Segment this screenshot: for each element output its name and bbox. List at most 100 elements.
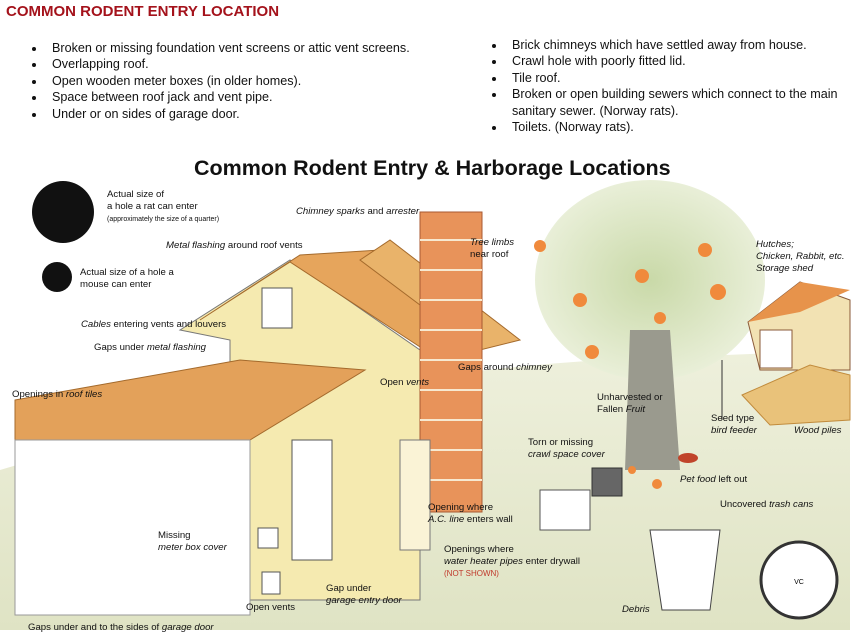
house-illustration: VC <box>0 180 851 630</box>
water-heater-closet <box>399 439 431 551</box>
list-item: Tile roof. <box>506 70 856 86</box>
label-text: Wood piles <box>794 425 842 436</box>
label-text: vents <box>406 377 430 388</box>
label-text: A.C. line <box>428 514 465 525</box>
tree-foliage <box>535 180 765 380</box>
pet-food-bowl <box>678 453 698 463</box>
label-text: Uncovered <box>720 499 770 510</box>
label-text: Open <box>380 377 407 388</box>
label-text: chimney <box>516 362 552 373</box>
lower-vent <box>261 571 281 595</box>
label-text: trash cans <box>769 499 814 510</box>
crawl-space-cover <box>591 467 623 497</box>
fruit-icons <box>534 240 726 489</box>
label-text: meter box cover <box>158 542 227 553</box>
louver-vent <box>261 287 293 329</box>
label-text: a hole a rat can enter <box>107 201 198 212</box>
label-garage-door: Gaps under and to the sides of garage do… <box>28 622 214 634</box>
list-item: Broken or missing foundation vent screen… <box>46 40 466 56</box>
ac-unit <box>539 489 591 531</box>
label-text: metal flashing <box>146 342 207 353</box>
garage-roof <box>14 359 367 441</box>
label-debris: Debris <box>622 604 650 616</box>
trash-can <box>649 529 721 611</box>
label-text: Missing <box>158 530 191 541</box>
chimney-bricks <box>420 239 482 481</box>
label-text: Openings where <box>444 544 514 555</box>
label-text: entering vents and louvers <box>110 319 227 330</box>
label-gaps-flashing: Gaps under metal flashing <box>94 342 206 354</box>
shed-door <box>759 329 793 369</box>
label-text: Actual size of <box>107 189 165 200</box>
label-text: Chimney sparks <box>296 206 365 217</box>
label-text: garage door <box>161 622 214 633</box>
list-item: Under or on sides of garage door. <box>46 106 466 122</box>
label-note: (approximately the size of a quarter) <box>107 216 220 223</box>
not-shown-note: (NOT SHOWN) <box>444 569 499 578</box>
label-text: Unharvested or <box>597 392 663 403</box>
garage-interior <box>14 439 251 616</box>
label-text: Hutches; <box>756 239 794 250</box>
list-item: Overlapping roof. <box>46 56 466 72</box>
list-item: Crawl hole with poorly fitted lid. <box>506 53 856 69</box>
label-text: enters wall <box>464 514 513 525</box>
illustration-title: Common Rodent Entry & Harborage Location… <box>194 156 671 180</box>
label-text: enter drywall <box>522 556 580 567</box>
label-text: around roof vents <box>225 240 303 251</box>
label-text: mouse can enter <box>80 279 152 290</box>
tree-trunk <box>625 330 680 470</box>
label-text: Storage shed <box>756 263 814 274</box>
list-item: Open wooden meter boxes (in older homes)… <box>46 73 466 89</box>
wood-pile <box>741 364 851 426</box>
label-text: crawl space cover <box>528 449 605 460</box>
label-text: Chicken, Rabbit, etc. <box>756 251 845 262</box>
rat-hole-circle <box>32 181 94 243</box>
label-text: and <box>364 206 387 217</box>
label-text: Actual size of a hole a <box>80 267 174 278</box>
label-trash-cans: Uncovered trash cans <box>720 499 813 511</box>
label-text: Torn or missing <box>528 437 594 448</box>
list-item: Broken or open building sewers which con… <box>506 86 856 119</box>
label-wood-piles: Wood piles <box>794 425 841 437</box>
label-roof-tiles: Openings in roof tiles <box>12 389 102 401</box>
seal-text: VC <box>794 579 804 586</box>
label-open-vents-top: Open vents <box>380 377 429 389</box>
bullet-list-left: Broken or missing foundation vent screen… <box>24 40 466 122</box>
label-text: roof tiles <box>65 389 103 400</box>
list-item: Toilets. (Norway rats). <box>506 119 856 135</box>
label-gaps-chimney: Gaps around chimney <box>458 362 552 374</box>
bullet-list-right: Brick chimneys which have settled away f… <box>484 37 856 135</box>
label-cables: Cables entering vents and louvers <box>81 319 226 331</box>
label-text: Fruit <box>625 404 645 415</box>
label-text: Fallen <box>597 404 626 415</box>
label-text: water heater pipes <box>444 556 523 567</box>
label-pet-food: Pet food left out <box>680 474 747 486</box>
list-item: Brick chimneys which have settled away f… <box>506 37 856 53</box>
label-text: arrester <box>386 206 420 217</box>
label-text: Gap under <box>326 583 372 594</box>
label-text: garage entry door <box>326 595 402 606</box>
label-metal-flashing: Metal flashing around roof vents <box>166 240 303 252</box>
label-hutches: Hutches;Chicken, Rabbit, etc.Storage she… <box>756 239 845 275</box>
label-text: Pet food <box>680 474 716 485</box>
label-text: Opening where <box>428 502 494 513</box>
shed-roof <box>748 282 850 322</box>
label-open-vents-bottom: Open vents <box>246 602 295 614</box>
list-item: Space between roof jack and vent pipe. <box>46 89 466 105</box>
label-chimney-sparks: Chimney sparks and arrester <box>296 206 419 218</box>
meter-box <box>257 527 279 549</box>
label-text: near roof <box>470 249 509 260</box>
label-text: Gaps under <box>94 342 147 353</box>
label-text: bird feeder <box>711 425 757 436</box>
garage-entry-door <box>291 439 333 561</box>
label-text: Debris <box>622 604 650 615</box>
